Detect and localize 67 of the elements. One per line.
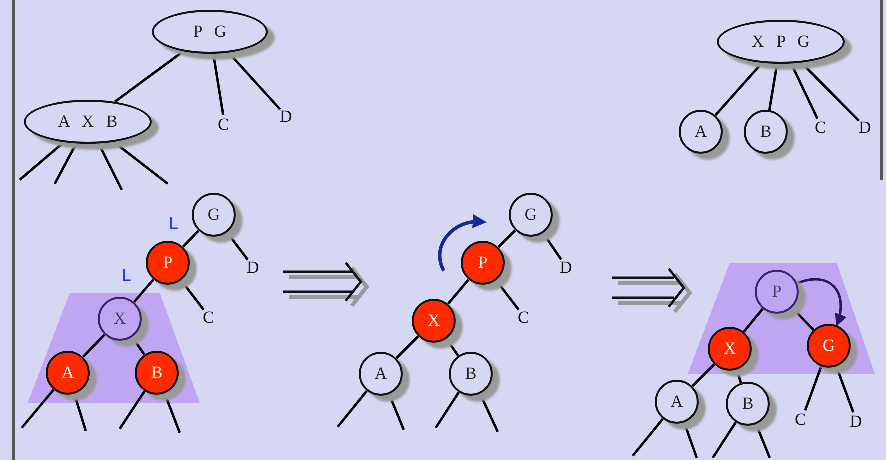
tree-edge xyxy=(683,422,698,458)
tree-edge xyxy=(73,394,88,432)
tree-edge xyxy=(21,389,55,429)
tree-edge xyxy=(712,422,738,459)
ellipse-node: P G xyxy=(152,10,268,54)
tree-node-circle: B xyxy=(726,382,770,426)
tree-edge xyxy=(800,62,860,122)
tree-edge xyxy=(113,141,169,185)
tree-edge xyxy=(736,370,742,384)
tree-edge xyxy=(228,52,282,110)
tree-node-circle: G xyxy=(192,193,236,237)
tree-node-circle: A xyxy=(655,380,699,424)
tree-edge xyxy=(396,336,420,360)
subtree-label: C xyxy=(218,116,230,133)
tree-edge xyxy=(791,306,815,332)
tree-edge xyxy=(131,336,146,356)
edge-label: L xyxy=(169,215,178,232)
subtree-label: C xyxy=(795,411,806,428)
tree-edge xyxy=(133,278,155,304)
subtree-label: C xyxy=(518,309,530,326)
tree-node-circle: P xyxy=(461,241,505,285)
tree-edge xyxy=(743,308,764,333)
tree-edge xyxy=(790,63,819,120)
tree-edge xyxy=(542,232,562,260)
tree-edge xyxy=(212,54,225,116)
tree-edge xyxy=(82,334,106,358)
tree-node-circle: B xyxy=(449,352,493,396)
tree-edge xyxy=(632,418,664,457)
tree-edge xyxy=(446,338,460,357)
subtree-label: D xyxy=(850,413,862,430)
subtree-label: C xyxy=(203,309,214,326)
subtree-label: C xyxy=(815,119,826,136)
tree-edge xyxy=(54,143,78,185)
ellipse-node: X P G xyxy=(717,20,845,64)
edge-label: L xyxy=(122,267,132,284)
tree-edge xyxy=(714,62,764,116)
tree-node-circle: B xyxy=(744,110,788,154)
tree-edge xyxy=(337,390,368,428)
tree-edge xyxy=(388,394,406,430)
tree-edge xyxy=(98,143,124,191)
tree-node-circle: A xyxy=(359,352,403,396)
ellipse-node: A X B xyxy=(24,100,152,144)
tree-edge xyxy=(692,364,716,388)
tree-edge xyxy=(768,64,779,110)
curved-arrow xyxy=(796,278,846,327)
tree-edge xyxy=(495,280,520,311)
subtree-label: D xyxy=(859,119,872,136)
tree-node-circle: X xyxy=(412,299,456,343)
tree-node-circle: P xyxy=(146,241,190,285)
tree-edge xyxy=(755,424,772,458)
subtree-label: D xyxy=(560,259,572,276)
tree-edge xyxy=(180,280,205,311)
tree-edge xyxy=(226,232,249,261)
tree-edge xyxy=(19,141,65,181)
subtree-label: D xyxy=(247,259,260,276)
tree-edge xyxy=(835,366,855,414)
tree-edge xyxy=(434,392,460,429)
tree-edge xyxy=(164,393,182,434)
tree-node-circle: G xyxy=(509,193,553,237)
tree-edge xyxy=(804,366,823,412)
tree-node-circle: A xyxy=(679,110,723,154)
tree-edge xyxy=(118,390,146,430)
tree-edge xyxy=(182,230,200,248)
tree-edge xyxy=(479,393,500,433)
tree-edge xyxy=(447,279,470,305)
tree-edge xyxy=(498,230,516,248)
subtree-label: D xyxy=(280,108,292,125)
